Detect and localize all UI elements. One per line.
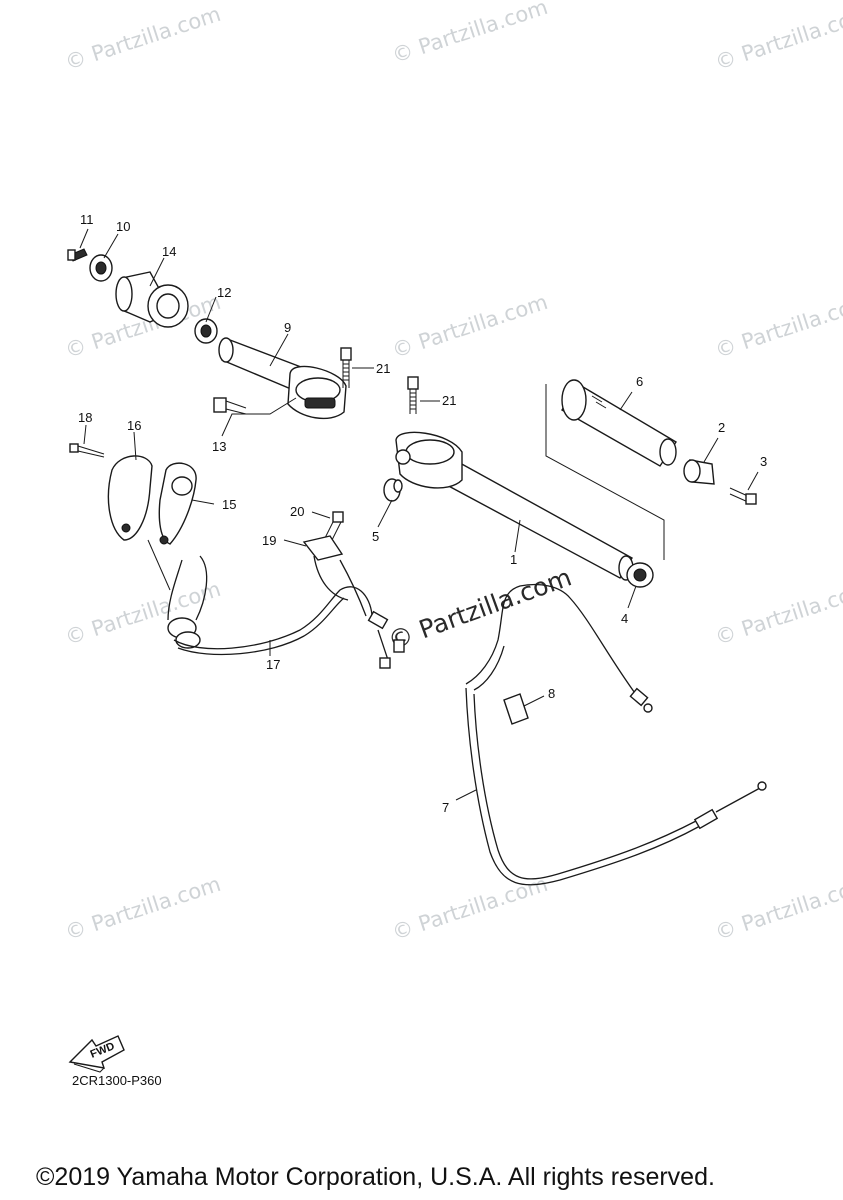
part-12-collar [194, 318, 218, 344]
watermark: © Partzilla.com [712, 2, 843, 75]
part-4-collar [626, 562, 654, 588]
part-18-screw [69, 443, 105, 458]
callout-12: 12 [217, 285, 231, 300]
callout-17: 17 [266, 657, 280, 672]
callout-labels: 11 10 14 12 9 21 21 13 18 16 15 20 19 17… [78, 212, 767, 815]
callout-13: 13 [212, 439, 226, 454]
part-5-bolt [383, 478, 403, 502]
part-20-screw [323, 511, 344, 541]
callout-4: 4 [621, 611, 628, 626]
watermark: © Partzilla.com [712, 872, 843, 945]
watermark: © Partzilla.com [62, 872, 224, 945]
part-8-clamp [503, 693, 529, 725]
part-2-end-weight [683, 459, 715, 485]
fwd-arrow: FWD [68, 1035, 125, 1073]
part-16-switch-housing [107, 455, 153, 541]
watermark: © Partzilla.com [389, 290, 551, 363]
callout-8: 8 [548, 686, 555, 701]
part-11-screw [67, 248, 88, 262]
callout-6: 6 [636, 374, 643, 389]
callout-1: 1 [510, 552, 517, 567]
callout-19: 19 [262, 533, 276, 548]
callout-2: 2 [718, 420, 725, 435]
part-3-screw [729, 487, 757, 505]
part-1-right-handlebar [395, 431, 634, 581]
part-14-throttle-grip [115, 271, 189, 328]
callout-9: 9 [284, 320, 291, 335]
watermark-main: © Partzilla.com [384, 562, 575, 655]
watermark: © Partzilla.com [712, 577, 843, 650]
part-7-throttle-cable [465, 583, 767, 886]
callout-20: 20 [290, 504, 304, 519]
callout-11: 11 [80, 212, 94, 227]
callout-7: 7 [442, 800, 449, 815]
part-6-grip [561, 379, 677, 467]
copyright-notice: ©2019 Yamaha Motor Corporation, U.S.A. A… [36, 1163, 715, 1191]
callout-18: 18 [78, 410, 92, 425]
callout-21: 21 [376, 361, 390, 376]
part-19-clamp [302, 535, 344, 561]
callout-16: 16 [127, 418, 141, 433]
callout-21: 21 [442, 393, 456, 408]
group-bracket [545, 384, 665, 560]
watermark: © Partzilla.com [389, 0, 551, 68]
diagram-code: 2CR1300-P360 [72, 1073, 162, 1088]
callout-14: 14 [162, 244, 176, 259]
leader-lines [79, 228, 759, 801]
callout-3: 3 [760, 454, 767, 469]
part-13-bolt [213, 397, 247, 415]
watermark: © Partzilla.com [389, 872, 551, 945]
watermark: © Partzilla.com [62, 2, 224, 75]
watermark: © Partzilla.com [712, 290, 843, 363]
part-21-bolt [340, 347, 352, 388]
callout-5: 5 [372, 529, 379, 544]
part-17-switch-harness [167, 555, 405, 669]
part-9-left-handlebar [218, 337, 347, 420]
part-15-switch-housing [158, 462, 197, 545]
part-10-end-weight [89, 254, 113, 282]
callout-10: 10 [116, 219, 130, 234]
callout-15: 15 [222, 497, 236, 512]
part-21-bolt [407, 376, 419, 414]
